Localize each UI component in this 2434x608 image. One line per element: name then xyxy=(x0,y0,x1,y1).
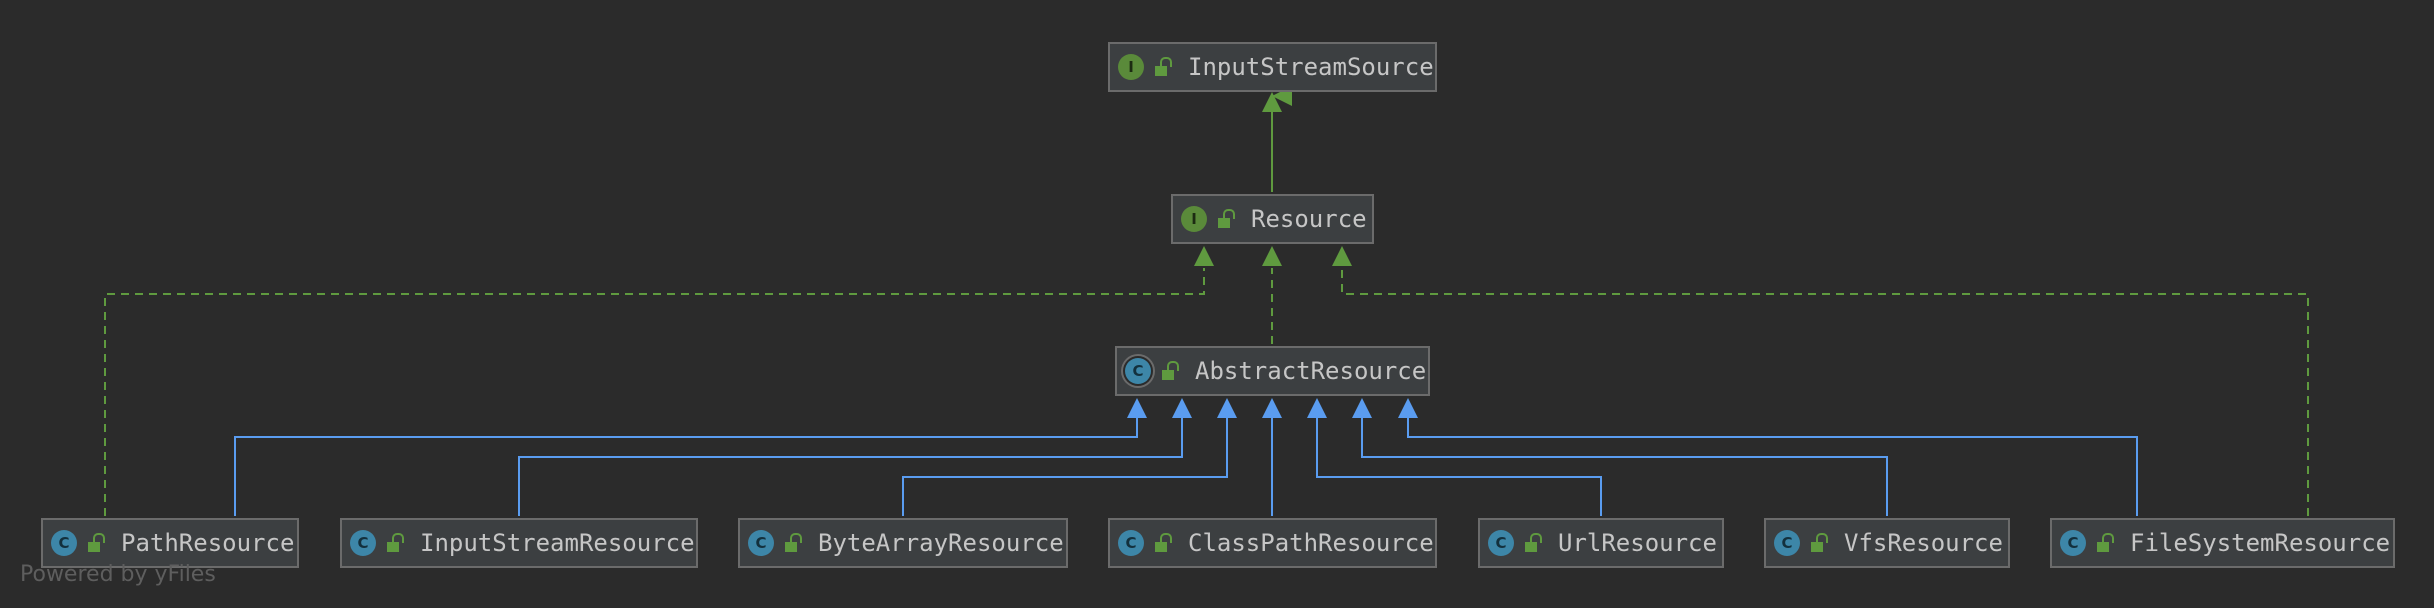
node-classpathresource[interactable]: C ClassPathResource xyxy=(1108,518,1437,568)
edge-urlresource-extends-abstractresource xyxy=(1307,398,1602,516)
class-icon: C xyxy=(51,530,77,556)
node-inputstreamresource[interactable]: C InputStreamResource xyxy=(340,518,698,568)
node-urlresource[interactable]: C UrlResource xyxy=(1478,518,1724,568)
lock-icon xyxy=(2096,533,2114,553)
edge-pathresource-implements-resource xyxy=(104,246,1214,516)
lock-icon xyxy=(386,533,404,553)
node-label: InputStreamSource xyxy=(1188,53,1434,81)
node-filesystemresource[interactable]: C FileSystemResource xyxy=(2050,518,2395,568)
node-label: Resource xyxy=(1251,205,1367,233)
node-label: FileSystemResource xyxy=(2130,529,2391,557)
edge-classpathresource-extends-abstractresource xyxy=(1262,398,1282,516)
node-bytearrayresource[interactable]: C ByteArrayResource xyxy=(738,518,1068,568)
node-label: AbstractResource xyxy=(1195,357,1427,385)
node-label: VfsResource xyxy=(1844,529,2003,557)
edge-bytearrayresource-extends-abstractresource xyxy=(902,398,1237,516)
lock-icon xyxy=(1154,57,1172,77)
lock-icon xyxy=(1524,533,1542,553)
node-abstractresource[interactable]: C AbstractResource xyxy=(1115,346,1430,396)
node-vfsresource[interactable]: C VfsResource xyxy=(1764,518,2010,568)
lock-icon xyxy=(1161,361,1179,381)
node-label: ClassPathResource xyxy=(1188,529,1434,557)
class-icon: C xyxy=(748,530,774,556)
edge-filesystemresource-extends-abstractresource xyxy=(1398,398,2138,516)
lock-icon xyxy=(1810,533,1828,553)
edge-vfsresource-extends-abstractresource xyxy=(1352,398,1888,516)
edge-inputstreamresource-extends-abstractresource xyxy=(518,398,1192,516)
interface-icon: I xyxy=(1181,206,1207,232)
class-icon: C xyxy=(1118,530,1144,556)
class-icon: C xyxy=(1774,530,1800,556)
edge-resource-extends-inputstreamsource xyxy=(1262,86,1292,192)
node-resource[interactable]: I Resource xyxy=(1171,194,1374,244)
node-label: UrlResource xyxy=(1558,529,1717,557)
lock-icon xyxy=(784,533,802,553)
class-icon: C xyxy=(350,530,376,556)
lock-icon xyxy=(87,533,105,553)
node-pathresource[interactable]: C PathResource xyxy=(41,518,299,568)
yfiles-watermark: Powered by yFiles xyxy=(20,562,216,587)
node-label: PathResource xyxy=(121,529,295,557)
edge-abstractresource-implements-resource xyxy=(1262,246,1282,344)
node-inputstreamsource[interactable]: I InputStreamSource xyxy=(1108,42,1437,92)
node-label: ByteArrayResource xyxy=(818,529,1064,557)
class-icon: C xyxy=(2060,530,2086,556)
edge-filesystemresource-implements-resource xyxy=(1332,246,2309,516)
lock-icon xyxy=(1154,533,1172,553)
class-icon: C xyxy=(1488,530,1514,556)
abstract-class-icon: C xyxy=(1125,358,1151,384)
edge-pathresource-extends-abstractresource xyxy=(234,398,1147,516)
node-label: InputStreamResource xyxy=(420,529,695,557)
interface-icon: I xyxy=(1118,54,1144,80)
lock-icon xyxy=(1217,209,1235,229)
